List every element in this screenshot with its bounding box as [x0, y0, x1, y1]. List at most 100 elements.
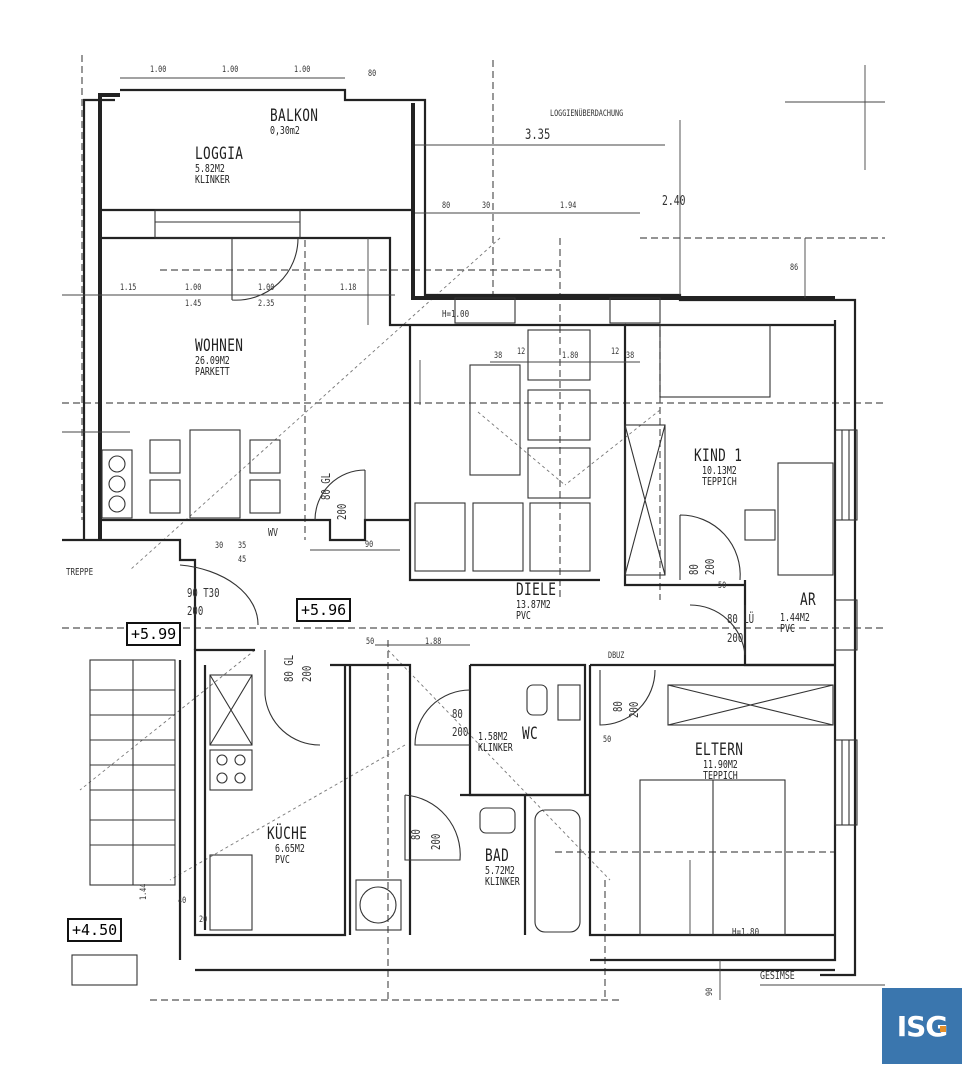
room-name: WOHNEN: [195, 336, 244, 356]
dim-text: 200: [335, 503, 349, 520]
dim-text: 1.45: [185, 299, 202, 309]
room-floor: PVC: [780, 622, 795, 635]
room-floor: KLINKER: [195, 173, 230, 186]
dim-text: 20: [199, 915, 208, 925]
dim-text: 80 GL: [319, 472, 333, 500]
dim-text: 200: [627, 701, 641, 718]
dim-text: 80: [368, 69, 377, 79]
furniture: [101, 324, 834, 936]
dim-text: 200: [300, 665, 314, 682]
note-h180: H=1.80: [732, 927, 760, 938]
dim-text: 3.35: [525, 127, 551, 143]
room-area: 5.72M2: [485, 864, 515, 877]
room-ar-details: 1.44M2 PVC: [780, 612, 820, 634]
room-wohnen: WOHNEN 26.09M2 PARKETT: [195, 336, 259, 378]
dim-text: 200: [727, 631, 744, 645]
dim-text: 80: [452, 707, 463, 721]
dim-text: 80 LÜ: [727, 612, 755, 626]
room-kind1: KIND 1 10.13M2 TEPPICH: [694, 446, 758, 488]
dim-text: 1.80: [562, 351, 579, 361]
room-area: 0,30m2: [270, 124, 300, 137]
construction-lines: [79, 237, 661, 881]
room-name: WC: [522, 724, 539, 744]
room-name: BAD: [485, 846, 510, 866]
dim-text: 12: [611, 347, 620, 357]
room-area: 11.90M2: [703, 758, 738, 771]
dim-text: 1.00: [150, 65, 167, 75]
room-floor: PARKETT: [195, 365, 230, 378]
room-name: AR: [800, 590, 817, 610]
room-bad: BAD 5.72M2 KLINKER: [485, 846, 531, 888]
level-marker-stair: +4.50: [67, 918, 123, 942]
level-marker-diele: +5.96: [296, 598, 352, 622]
dim-text: 200: [187, 604, 204, 618]
dim-text: 30: [215, 541, 224, 551]
room-kueche: KÜCHE 6.65M2 PVC: [267, 824, 321, 866]
walls: [62, 88, 857, 977]
dim-text: 38: [494, 351, 503, 361]
room-area: 1.58M2: [478, 730, 508, 743]
room-balkon: BALKON 0,30m2: [270, 106, 334, 137]
room-loggia: LOGGIA 5.82M2 KLINKER: [195, 144, 259, 186]
room-area: 26.09M2: [195, 354, 230, 367]
dim-text: 50: [718, 581, 727, 591]
dim-text: 80 GL: [282, 654, 296, 682]
dim-text: 1.88: [425, 637, 442, 647]
dim-text: 1.44: [139, 883, 149, 900]
room-floor: KLINKER: [478, 741, 513, 754]
room-floor: TEPPICH: [703, 769, 738, 782]
note-h100: H=1.00: [442, 309, 470, 320]
dim-text: 1.18: [340, 283, 357, 293]
room-wc: WC: [522, 726, 543, 743]
note-wv: WV: [268, 526, 278, 539]
isg-logo: ISG: [882, 988, 962, 1064]
dim-text: 200: [703, 558, 717, 575]
room-floor: PVC: [275, 853, 290, 866]
dim-text: 1.15: [120, 283, 137, 293]
dim-text: 35: [238, 541, 247, 551]
note-cornice: GESIMSE: [760, 969, 795, 982]
room-floor: KLINKER: [485, 875, 520, 888]
dim-text: 86: [790, 263, 799, 273]
dim-text: 50: [366, 637, 375, 647]
room-area: 6.65M2: [275, 842, 305, 855]
room-name: KÜCHE: [267, 824, 308, 844]
dim-text: 1.00: [294, 65, 311, 75]
room-name: KIND 1: [694, 446, 743, 466]
note-stair: TREPPE: [66, 567, 94, 578]
level-marker-entry: +5.99: [126, 622, 182, 646]
note-roof: LOGGIENÜBERDACHUNG: [550, 109, 624, 119]
dim-text: 90: [705, 987, 715, 996]
dim-text: 200: [429, 833, 443, 850]
dim-text: 12: [517, 347, 526, 357]
dimension-lines: [62, 65, 885, 1000]
logo-text: ISG: [896, 1009, 949, 1043]
dim-text: 40: [178, 896, 187, 906]
room-name: DIELE: [516, 580, 557, 600]
room-diele: DIELE 13.87M2 PVC: [516, 580, 570, 622]
room-name: ELTERN: [695, 740, 744, 760]
room-wc-details: 1.58M2 KLINKER: [478, 731, 524, 753]
room-name: BALKON: [270, 106, 319, 126]
windows: [154, 209, 858, 826]
dim-text: 1.94: [560, 201, 577, 211]
dim-text: 38: [626, 351, 635, 361]
dim-text: 2.40: [662, 194, 686, 209]
dim-text: 80: [442, 201, 451, 211]
dim-text: 1.00: [222, 65, 239, 75]
dim-text: 45: [238, 555, 247, 565]
dim-text: 30: [482, 201, 491, 211]
room-area: 10.13M2: [702, 464, 737, 477]
dim-text: 80: [611, 701, 625, 712]
dim-text: 1.00: [185, 283, 202, 293]
room-ar: AR: [800, 592, 821, 609]
room-floor: PVC: [516, 609, 531, 622]
room-area: 13.87M2: [516, 598, 551, 611]
stairs: [71, 659, 176, 986]
room-floor: TEPPICH: [702, 475, 737, 488]
room-name: LOGGIA: [195, 144, 244, 164]
dim-text: 80: [687, 564, 701, 575]
logo-dot: [940, 1026, 946, 1032]
